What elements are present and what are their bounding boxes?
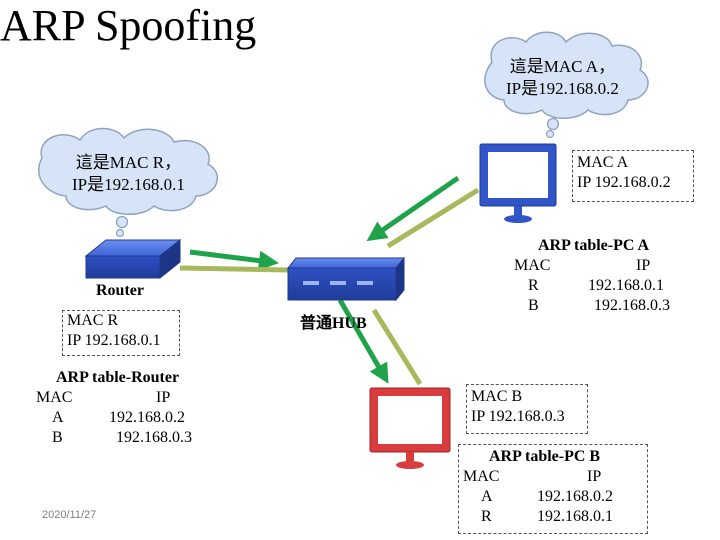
thought-cloud-left (37, 127, 219, 238)
pc-b-arp-row-1-ip: 192.168.0.2 (537, 488, 613, 505)
router-info-box: MAC R IP 192.168.0.1 (62, 310, 180, 356)
router-label: Router (96, 282, 144, 299)
pc-a-arp-row-1: R 192.168.0.1 (514, 276, 704, 296)
pc-a-arp-row-2: B 192.168.0.3 (514, 296, 704, 316)
pc-b-arp-table: ARP table-PC B MAC IP A 192.168.0.2 R 19… (458, 444, 648, 534)
router-arp-row-1: A 192.168.0.2 (34, 408, 214, 428)
pc-b-mac: MAC B (471, 388, 523, 405)
router-arp-table: ARP table-Router MAC IP A 192.168.0.2 B … (34, 368, 214, 448)
pc-a-monitor-icon (479, 143, 557, 223)
cloud-top-text: 這是MAC A， IP是192.168.0.2 (506, 56, 619, 100)
hub-label: 普通HUB (300, 315, 367, 332)
arrow-pca-to-hub (366, 175, 460, 242)
router-arp-col-mac: MAC (36, 389, 73, 406)
pc-a-mac: MAC A (577, 154, 629, 171)
slide-title: ARP Spoofing (0, 1, 257, 50)
thought-cloud-top (484, 31, 649, 139)
pc-a-arp-table: ARP table-PC A MAC IP R 192.168.0.1 B 19… (514, 236, 704, 316)
arrow-hub-to-pcb (337, 298, 389, 384)
pc-b-info-box: MAC B IP 192.168.0.3 (466, 384, 588, 434)
router-arp-col-ip: IP (156, 389, 171, 406)
link-pcb-to-hub (371, 308, 423, 386)
router-arp-row-2-mac: B (52, 429, 63, 446)
router-arp-header: MAC IP (34, 388, 214, 408)
router-arp-row-1-ip: 192.168.0.2 (109, 409, 185, 426)
pc-b-arp-row-2: R 192.168.0.1 (463, 507, 647, 527)
pc-b-arp-header: MAC IP (463, 467, 647, 487)
cloud-left-line2: IP是192.168.0.1 (72, 175, 185, 194)
pc-b-arp-row-2-mac: R (481, 508, 492, 525)
pc-a-arp-row-1-ip: 192.168.0.1 (588, 277, 664, 294)
router-arp-row-2: B 192.168.0.3 (34, 428, 214, 448)
pc-a-arp-row-2-ip: 192.168.0.3 (594, 297, 670, 314)
router-arp-title: ARP table-Router (56, 369, 180, 386)
pc-a-arp-row-2-mac: B (528, 297, 539, 314)
pc-b-monitor-icon (369, 387, 451, 469)
router-mac: MAC R (67, 312, 119, 329)
cloud-top-line2: IP是192.168.0.2 (506, 79, 619, 98)
cloud-left-text: 這是MAC R， IP是192.168.0.1 (72, 152, 185, 196)
hub-icon (286, 256, 406, 302)
pc-b-arp-row-1: A 192.168.0.2 (463, 487, 647, 507)
pc-a-arp-col-mac: MAC (514, 257, 551, 274)
router-arp-row-2-ip: 192.168.0.3 (116, 429, 192, 446)
arrow-router-to-hub (189, 249, 279, 271)
pc-a-ip: IP 192.168.0.2 (577, 174, 671, 191)
cloud-top-line1: 這是MAC A， (509, 57, 616, 76)
pc-b-arp-row-1-mac: A (481, 488, 493, 505)
pc-b-arp-title: ARP table-PC B (489, 448, 601, 465)
pc-a-arp-col-ip: IP (636, 257, 651, 274)
link-hub-to-pca (386, 187, 480, 249)
pc-b-arp-col-ip: IP (587, 468, 602, 485)
pc-a-arp-header: MAC IP (514, 256, 704, 276)
pc-a-arp-title: ARP table-PC A (538, 237, 650, 254)
pc-b-arp-row-2-ip: 192.168.0.1 (537, 508, 613, 525)
pc-b-arp-col-mac: MAC (463, 468, 500, 485)
cloud-left-line1: 這是MAC R， (75, 153, 182, 172)
slide-date: 2020/11/27 (42, 509, 97, 521)
pc-b-ip: IP 192.168.0.3 (471, 408, 565, 425)
router-ip: IP 192.168.0.1 (67, 332, 161, 349)
pc-a-info-box: MAC A IP 192.168.0.2 (572, 150, 694, 202)
router-icon (84, 238, 182, 280)
link-hub-to-router (179, 265, 289, 273)
pc-a-arp-row-1-mac: R (528, 277, 539, 294)
router-arp-row-1-mac: A (52, 409, 64, 426)
